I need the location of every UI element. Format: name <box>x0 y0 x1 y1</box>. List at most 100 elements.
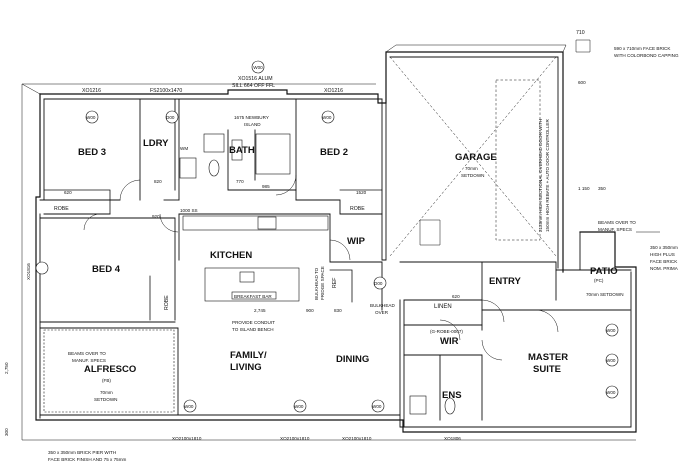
room-linen: LINEN <box>434 304 452 310</box>
room-ens: ENS <box>442 390 462 401</box>
dim-985: 985 <box>262 184 270 189</box>
note-conduit-1: PROVIDE CONDUIT <box>232 320 275 325</box>
room-ldry: LDRY <box>143 138 169 149</box>
marker-w00-bed2: W00 <box>322 115 332 120</box>
kitchen-benches <box>182 215 329 302</box>
note-newbury-2: ISLAND <box>244 122 261 127</box>
dim-1150: 1 150 <box>578 186 590 191</box>
robe-bed2: ROBE <box>350 206 365 212</box>
note-garage-door-2: 150mm HIGH REBATE + AUTO DOOR CONTROLLER <box>545 119 550 232</box>
dim-1520: 1520 <box>356 190 367 195</box>
room-wip: WIP <box>347 236 366 247</box>
bath-fixtures <box>179 133 456 415</box>
marker-w00-dining-right: W00 <box>372 404 382 409</box>
note-xo-left: XO1816 <box>26 263 31 280</box>
marker-w00-bed3: W00 <box>86 115 96 120</box>
note-beams-2: MANUF. SPECS <box>598 227 632 232</box>
marker-w00-top: W00 <box>253 65 263 70</box>
robe-bed3: ROBE <box>54 206 69 212</box>
marker-w00-dining: W00 <box>294 404 304 409</box>
note-alfresco-beams-2: MANUF. SPECS <box>72 358 106 363</box>
dim-920: 920 <box>152 214 160 219</box>
note-beams-1: BEAMS OVER TO <box>598 220 636 225</box>
note-ref: REF <box>332 278 338 288</box>
dim-620: 620 <box>64 190 72 195</box>
note-window-xo-left: XO1216 <box>82 88 101 94</box>
room-master: MASTER <box>528 352 568 363</box>
window-markers <box>35 60 619 413</box>
room-bath: BATH <box>229 145 255 156</box>
note-bulkhead-over-2: OVER <box>375 310 389 315</box>
marker-w00-master-2: W00 <box>606 358 616 363</box>
room-wir: WIR <box>440 336 459 347</box>
annotations: XO1516 ALUM SILL 664 OFF FFL FS2100x1470… <box>4 30 679 462</box>
room-garage: GARAGE <box>455 152 497 163</box>
note-window-xo-right: XO1216 <box>324 88 343 94</box>
note-xo-bottom-2: XO2100x1810 <box>280 436 310 441</box>
note-xo-bottom-4: XO1806 <box>444 436 461 441</box>
dim-830: 830 <box>334 308 342 313</box>
room-patio: PATIO <box>590 266 618 277</box>
dim-820: 820 <box>154 179 162 184</box>
dim-900a: 900 <box>306 308 314 313</box>
note-face-brick-1: 590 x 710mm FACE BRICK <box>614 46 671 51</box>
room-bed4: BED 4 <box>92 264 121 275</box>
marker-w00-master-3: W00 <box>606 390 616 395</box>
room-alfresco: ALFRESCO <box>84 364 136 375</box>
dim-1000ss: 1000 SS <box>180 208 198 213</box>
roof-lines <box>21 39 660 441</box>
note-g-robe: (G-ROBE-0007) <box>430 329 463 334</box>
note-xo-bottom-3: XO2100x1810 <box>342 436 372 441</box>
note-pier-1: 350 x 350mm <box>650 245 678 250</box>
note-alfresco-sub3: SETDOWN <box>94 397 117 402</box>
note-alfresco-sub2: 70mm <box>100 390 113 395</box>
marker-d00-entry: D00 <box>374 281 383 286</box>
note-alfresco-sub: (FB) <box>102 378 111 383</box>
room-entry: ENTRY <box>489 276 522 287</box>
room-bed3: BED 3 <box>78 147 106 158</box>
room-family: FAMILY/ <box>230 350 267 361</box>
room-bed2: BED 2 <box>320 147 348 158</box>
note-pier-3: FACE BRICK <box>650 259 678 264</box>
room-dining: DINING <box>336 354 369 365</box>
note-conduit-2: TO ISLAND BENCH <box>232 327 274 332</box>
robe-bed4: ROBE <box>164 295 170 310</box>
note-garage-sub1: 70mm <box>465 166 478 171</box>
room-labels: BED 3 LDRY BATH BED 2 GARAGE BED 4 KITCH… <box>54 138 618 401</box>
dim-350: 350 <box>598 186 606 191</box>
note-bulkhead-fridge-1: BULKHEAD TO <box>314 267 319 300</box>
note-sill-top: XO1516 ALUM <box>238 76 273 82</box>
note-brick-pier-1: 350 x 350mm BRICK PIER WITH <box>48 450 116 455</box>
note-xo-bottom-1: XO2100x1810 <box>172 436 202 441</box>
marker-d00-ldry: D00 <box>166 115 175 120</box>
garage-diagonals <box>389 56 557 257</box>
room-living: LIVING <box>230 362 262 373</box>
note-window-fs: FS2100x1470 <box>150 88 182 94</box>
note-garage-sub2: SETDOWN <box>461 173 484 178</box>
marker-w00-family: W00 <box>184 404 194 409</box>
note-sill-bottom: SILL 664 OFF FFL <box>232 83 275 89</box>
door-swings <box>83 174 559 361</box>
dim-linen: 620 <box>452 294 460 299</box>
dim-300: 300 <box>4 428 9 436</box>
dim-2750: 2,750 <box>4 362 9 374</box>
alfresco-outline <box>43 329 175 413</box>
note-bulkhead-over-1: BULKHEAD <box>370 303 395 308</box>
dim-600: 600 <box>578 80 586 85</box>
note-newbury-1: 1675 NEWBURY <box>234 115 269 120</box>
dim-710: 710 <box>576 30 585 36</box>
note-alfresco-beams-1: BEAMS OVER TO <box>68 351 106 356</box>
walls <box>35 51 637 433</box>
marker-w00-master-1: W00 <box>606 328 616 333</box>
room-suite: SUITE <box>533 364 561 375</box>
note-bulkhead-fridge-2: FRIDGE SPACE <box>320 266 325 300</box>
note-wm: WM <box>180 146 188 151</box>
dim-2745: 2,745 <box>254 308 266 313</box>
note-garage-door-1: 2125mm HIGH SECTIONAL OVERHEAD DOOR WITH <box>538 119 543 232</box>
note-patio-setdown: 70mm SETDOWN <box>586 292 624 297</box>
dim-770: 770 <box>236 179 244 184</box>
room-kitchen: KITCHEN <box>210 250 252 261</box>
note-pier-2: HIGH PLUS <box>650 252 675 257</box>
note-brick-pier-2: FACE BRICK FINISH AND 75 x 75mm <box>48 457 127 462</box>
